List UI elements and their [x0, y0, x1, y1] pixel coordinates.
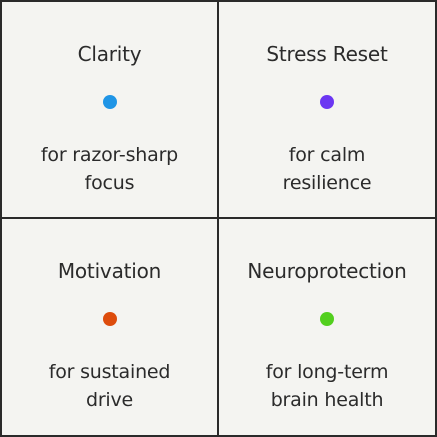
card-description: for calm resilience [225, 141, 429, 197]
card-title: Stress Reset [266, 42, 388, 66]
card-description: for sustained drive [8, 358, 211, 414]
card-description-line: for sustained [48, 361, 171, 383]
card-clarity: Clarity for razor-sharp focus [2, 2, 219, 219]
color-dot-icon [102, 95, 117, 109]
card-description-line: resilience [282, 172, 372, 194]
card-description-line: focus [84, 172, 135, 194]
color-dot-icon [102, 312, 117, 326]
color-dot-icon [320, 312, 334, 326]
card-description-line: for razor-sharp [40, 144, 179, 166]
card-stress-reset: Stress Reset for calm resilience [219, 2, 435, 219]
card-description-line: brain health [270, 389, 384, 411]
card-description: for razor-sharp focus [8, 141, 211, 197]
card-title: Motivation [57, 259, 162, 283]
card-neuroprotection: Neuroprotection for long-term brain heal… [219, 219, 435, 435]
card-description-line: for calm [288, 144, 366, 166]
card-description-line: for long-term [265, 361, 389, 383]
card-motivation: Motivation for sustained drive [2, 219, 219, 435]
card-title: Clarity [77, 42, 142, 66]
card-description: for long-term brain health [225, 358, 429, 414]
color-dot-icon [320, 95, 334, 109]
card-description-line: drive [85, 389, 134, 411]
card-title: Neuroprotection [247, 259, 407, 283]
